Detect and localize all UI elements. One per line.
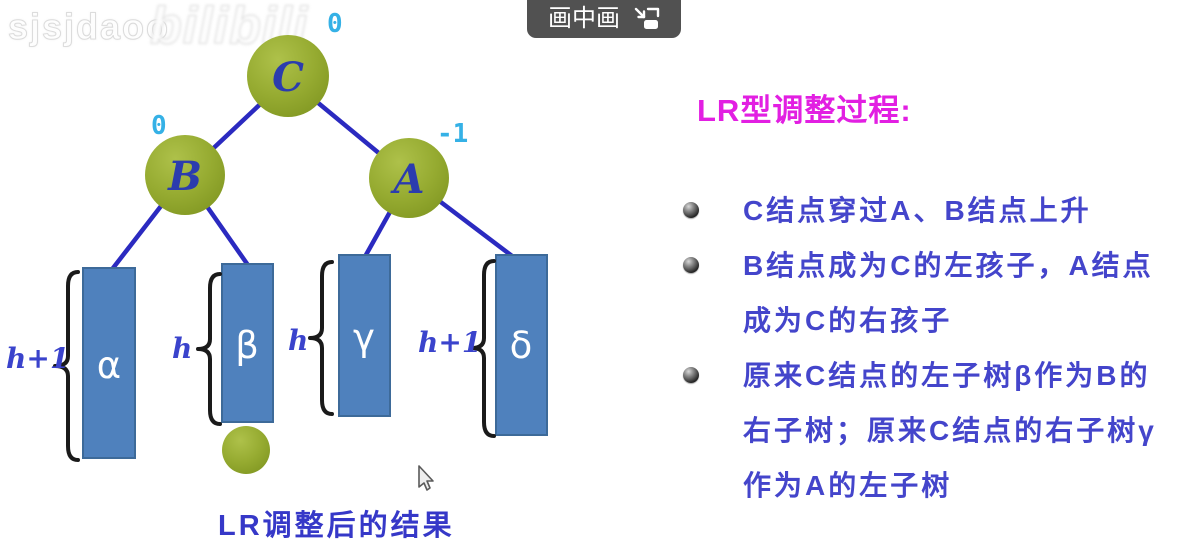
balance-label-a: -1 [437, 119, 468, 149]
subtree-rect-gamma [338, 254, 391, 417]
bullet-sphere-icon [683, 202, 699, 218]
subtree-rect-beta [221, 263, 274, 423]
diagram-caption: LR调整后的结果 [218, 510, 455, 542]
avl-tree-diagram: α β γ δ h+1 h h h+1 C B A 0 0 -1 [6, 9, 548, 491]
username-watermark: sjsjdaoo [7, 6, 171, 48]
brace-beta [196, 272, 222, 426]
subtree-rect-alpha [82, 267, 136, 459]
subtree-label-gamma: γ [353, 316, 375, 359]
bullet-sphere-icon [683, 367, 699, 383]
node-b [145, 135, 225, 215]
process-panel-title: LR型调整过程: [697, 93, 912, 128]
brace-gamma [308, 260, 334, 416]
balance-label-b: 0 [151, 111, 167, 141]
node-b-label: B [167, 153, 202, 200]
list-item-text: B结点成为C的左孩子，A结点 [743, 250, 1154, 281]
list-item-text: 作为A的左子树 [743, 470, 953, 501]
brace-alpha [53, 270, 80, 462]
pip-button-label: 画中画 [548, 5, 620, 32]
node-a [369, 138, 449, 218]
node-c [247, 35, 329, 117]
height-label-beta: h [172, 332, 192, 365]
list-item: B结点成为C的左孩子，A结点 [683, 238, 1180, 293]
list-item-continuation: 右子树；原来C结点的右子树γ [683, 403, 1180, 458]
height-label-delta: h+1 [418, 326, 481, 359]
list-item-continuation: 作为A的左子树 [683, 458, 1180, 513]
subtree-label-alpha: α [97, 344, 121, 387]
list-item: C结点穿过A、B结点上升 [683, 183, 1180, 238]
list-item-text: 原来C结点的左子树β作为B的 [743, 360, 1151, 391]
node-small-green [222, 426, 270, 474]
list-item-text: 右子树；原来C结点的右子树γ [743, 415, 1157, 446]
list-item: 原来C结点的左子树β作为B的 [683, 348, 1180, 403]
subtree-label-delta: δ [510, 324, 533, 367]
balance-label-c: 0 [327, 9, 343, 39]
node-a-label: A [389, 156, 424, 203]
process-bullet-list: C结点穿过A、B结点上升 B结点成为C的左孩子，A结点 成为C的右孩子 原来C结… [683, 183, 1180, 513]
node-c-label: C [272, 54, 304, 101]
height-label-gamma: h [288, 324, 308, 357]
height-label-alpha: h+1 [6, 342, 69, 375]
picture-in-picture-icon [634, 7, 660, 29]
mouse-cursor [418, 465, 434, 491]
list-item-continuation: 成为C的右孩子 [683, 293, 1180, 348]
picture-in-picture-button[interactable]: 画中画 [527, 0, 681, 38]
list-item-text: C结点穿过A、B结点上升 [743, 195, 1092, 226]
subtree-label-beta: β [235, 324, 259, 367]
list-item-text: 成为C的右孩子 [743, 305, 953, 336]
subtree-rect-delta [495, 254, 548, 436]
brace-delta [470, 259, 496, 438]
bullet-sphere-icon [683, 257, 699, 273]
